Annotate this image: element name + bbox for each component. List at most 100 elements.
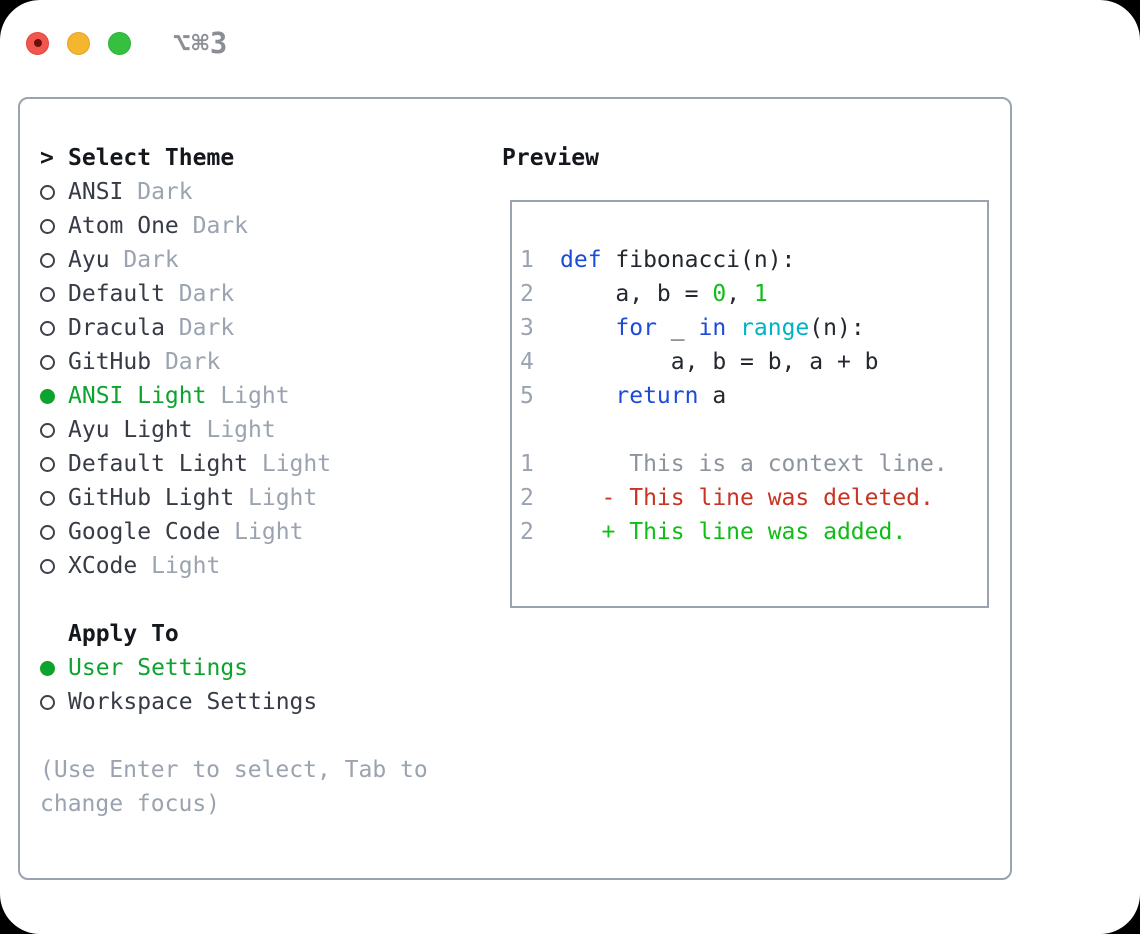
line-number: 4 <box>520 349 534 375</box>
radio-icon <box>40 491 55 506</box>
spacer <box>40 583 488 617</box>
line-number: 1 <box>520 247 534 273</box>
zoom-icon[interactable] <box>108 31 131 55</box>
option-tag: Dark <box>164 315 235 341</box>
apply-to-header: Apply To <box>40 617 488 651</box>
preview-title: Preview <box>502 145 599 171</box>
theme-option[interactable]: Default Dark <box>40 277 488 311</box>
preview-line: 1 def fibonacci(n): <box>520 243 987 277</box>
preview-line: 2 a, b = 0, 1 <box>520 277 987 311</box>
option-label: Dracula <box>68 315 165 341</box>
preview-line: 2 + This line was added. <box>520 515 987 549</box>
option-tag: Dark <box>109 247 179 273</box>
preview-blank-line <box>520 413 987 447</box>
option-tag: Light <box>220 519 304 545</box>
option-label: GitHub Light <box>68 485 235 511</box>
line-content: return a <box>615 383 727 409</box>
theme-option[interactable]: ANSI Light Light <box>40 379 488 413</box>
line-content: def fibonacci(n): <box>560 247 796 273</box>
help-text: (Use Enter to select, Tab to change focu… <box>40 757 428 817</box>
apply-to-title: Apply To <box>68 621 179 647</box>
theme-list-header: > Select Theme <box>40 141 488 175</box>
line-content: + This line was added. <box>560 519 907 545</box>
theme-option[interactable]: ANSI Dark <box>40 175 488 209</box>
radio-icon <box>40 185 55 200</box>
apply-option[interactable]: User Settings <box>40 651 488 685</box>
theme-option[interactable]: GitHub Light Light <box>40 481 488 515</box>
option-tag: Dark <box>123 179 193 205</box>
radio-icon <box>40 253 55 268</box>
option-tag: Dark <box>151 349 221 375</box>
line-content: for _ in range(n): <box>615 315 865 341</box>
line-number: 2 <box>520 281 534 307</box>
line-content: a, b = b, a + b <box>560 349 879 375</box>
preview-line: 2 - This line was deleted. <box>520 481 987 515</box>
theme-option[interactable]: GitHub Dark <box>40 345 488 379</box>
line-number: 2 <box>520 519 534 545</box>
preview-line: 3 for _ in range(n): <box>520 311 987 345</box>
line-number: 5 <box>520 383 534 409</box>
option-label: Default Light <box>68 451 249 477</box>
radio-icon <box>40 287 55 302</box>
preview-line: 4 a, b = b, a + b <box>520 345 987 379</box>
theme-list-title: Select Theme <box>68 145 235 171</box>
line-content: - This line was deleted. <box>560 485 934 511</box>
titlebar: ⌥⌘3 <box>26 26 228 60</box>
preview-line: 1 This is a context line. <box>520 447 987 481</box>
option-label: Ayu <box>68 247 110 273</box>
theme-option[interactable]: Atom One Dark <box>40 209 488 243</box>
option-label: Google Code <box>68 519 221 545</box>
close-icon[interactable] <box>26 31 49 55</box>
theme-option[interactable]: XCode Light <box>40 549 488 583</box>
option-label: XCode <box>68 553 138 579</box>
theme-option[interactable]: Ayu Dark <box>40 243 488 277</box>
option-tag: Dark <box>178 213 249 239</box>
theme-option[interactable]: Google Code Light <box>40 515 488 549</box>
radio-selected-icon <box>40 661 55 676</box>
option-label: ANSI <box>68 179 124 205</box>
radio-icon <box>40 525 55 540</box>
radio-icon <box>40 457 55 472</box>
option-label: Ayu Light <box>68 417 193 443</box>
radio-icon <box>40 695 55 710</box>
option-label: Default <box>68 281 165 307</box>
option-label: GitHub <box>68 349 152 375</box>
radio-icon <box>40 559 55 574</box>
option-tag: Light <box>206 383 290 409</box>
radio-selected-icon <box>40 389 55 404</box>
apply-option[interactable]: Workspace Settings <box>40 685 488 719</box>
option-label: ANSI Light <box>68 383 207 409</box>
theme-option[interactable]: Dracula Dark <box>40 311 488 345</box>
theme-option[interactable]: Ayu Light Light <box>40 413 488 447</box>
radio-icon <box>40 423 55 438</box>
option-label: Atom One <box>68 213 179 239</box>
line-number: 1 <box>520 451 534 477</box>
unsaved-dot-icon <box>33 39 42 47</box>
line-content: This is a context line. <box>560 451 948 477</box>
option-tag: Dark <box>164 281 235 307</box>
window-shortcut-label: ⌥⌘3 <box>173 26 229 60</box>
line-content: a, b = 0, 1 <box>560 281 768 307</box>
radio-icon <box>40 219 55 234</box>
theme-option[interactable]: Default Light Light <box>40 447 488 481</box>
option-tag: Light <box>234 485 318 511</box>
option-label: Workspace Settings <box>68 689 318 715</box>
radio-icon <box>40 355 55 370</box>
prompt-caret: > <box>40 145 54 171</box>
line-content <box>560 417 574 443</box>
minimize-icon[interactable] <box>67 31 90 55</box>
radio-icon <box>40 321 55 336</box>
option-tag: Light <box>192 417 276 443</box>
option-label: User Settings <box>68 655 249 681</box>
option-tag: Light <box>137 553 221 579</box>
preview-line: 5 return a <box>520 379 987 413</box>
line-number: 3 <box>520 315 534 341</box>
line-number: 2 <box>520 485 534 511</box>
